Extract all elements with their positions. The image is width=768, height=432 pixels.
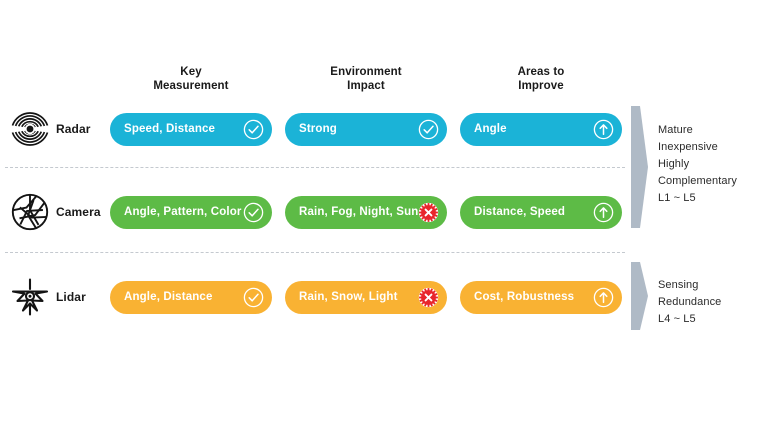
check-circle-icon bbox=[243, 287, 264, 308]
column-header-line2: Impact bbox=[347, 79, 385, 92]
radar-icon bbox=[6, 105, 54, 153]
callout-line: Redundance bbox=[658, 296, 722, 308]
bracket-shape-top bbox=[631, 106, 648, 228]
column-header-line1: Areas to bbox=[517, 66, 565, 78]
cell-text: Speed, Distance bbox=[124, 123, 216, 135]
arrow-up-circle-icon bbox=[593, 119, 614, 140]
cell-text: Angle, Pattern, Color bbox=[124, 206, 242, 218]
x-circle-icon bbox=[418, 287, 439, 308]
cell-text: Cost, Robustness bbox=[474, 291, 575, 303]
row-divider bbox=[5, 252, 625, 253]
cell-lidar-key-measurement[interactable]: Angle, Distance bbox=[110, 280, 272, 314]
check-circle-icon bbox=[418, 119, 439, 140]
callout-line: Highly bbox=[658, 158, 690, 170]
cell-camera-environment-impact[interactable]: Rain, Fog, Night, Sun bbox=[285, 195, 447, 229]
cell-text: Rain, Fog, Night, Sun bbox=[299, 206, 419, 218]
check-circle-icon bbox=[243, 202, 264, 223]
callout-line: Mature bbox=[658, 124, 693, 136]
cell-lidar-areas-to-improve[interactable]: Cost, Robustness bbox=[460, 280, 622, 314]
callout-line: Complementary bbox=[658, 175, 737, 187]
cell-camera-key-measurement[interactable]: Angle, Pattern, Color bbox=[110, 195, 272, 229]
check-circle-icon bbox=[243, 119, 264, 140]
lidar-burst-icon bbox=[6, 273, 54, 321]
x-circle-icon bbox=[418, 202, 439, 223]
callout-line: L1 ~ L5 bbox=[658, 192, 696, 204]
bracket-shape-bottom bbox=[631, 262, 648, 330]
row-divider bbox=[5, 167, 625, 168]
cell-radar-areas-to-improve[interactable]: Angle bbox=[460, 112, 622, 146]
callout-line: Sensing bbox=[658, 279, 699, 291]
camera-aperture-icon bbox=[6, 188, 54, 236]
cell-camera-areas-to-improve[interactable]: Distance, Speed bbox=[460, 195, 622, 229]
column-header-key-measurement: Key Measurement bbox=[110, 66, 272, 93]
column-header-line1: Environment bbox=[330, 66, 402, 78]
column-header-line1: Key bbox=[180, 66, 202, 78]
column-header-areas-to-improve: Areas to Improve bbox=[460, 66, 622, 93]
cell-text: Distance, Speed bbox=[474, 206, 566, 218]
cell-text: Rain, Snow, Light bbox=[299, 291, 398, 303]
row-label-radar: Radar bbox=[56, 122, 91, 136]
cell-text: Angle, Distance bbox=[124, 291, 213, 303]
callout-text-top: Mature Inexpensive Highly Complementary … bbox=[658, 122, 737, 207]
cell-text: Strong bbox=[299, 123, 337, 135]
column-header-line2: Improve bbox=[518, 79, 564, 92]
cell-radar-key-measurement[interactable]: Speed, Distance bbox=[110, 112, 272, 146]
cell-radar-environment-impact[interactable]: Strong bbox=[285, 112, 447, 146]
arrow-up-circle-icon bbox=[593, 287, 614, 308]
row-label-camera: Camera bbox=[56, 205, 101, 219]
cell-text: Angle bbox=[474, 123, 507, 135]
arrow-up-circle-icon bbox=[593, 202, 614, 223]
callout-line: L4 ~ L5 bbox=[658, 313, 696, 325]
column-header-line2: Measurement bbox=[153, 79, 229, 92]
row-label-lidar: Lidar bbox=[56, 290, 86, 304]
callout-text-bottom: Sensing Redundance L4 ~ L5 bbox=[658, 277, 721, 328]
column-header-environment-impact: Environment Impact bbox=[285, 66, 447, 93]
callout-line: Inexpensive bbox=[658, 141, 718, 153]
cell-lidar-environment-impact[interactable]: Rain, Snow, Light bbox=[285, 280, 447, 314]
